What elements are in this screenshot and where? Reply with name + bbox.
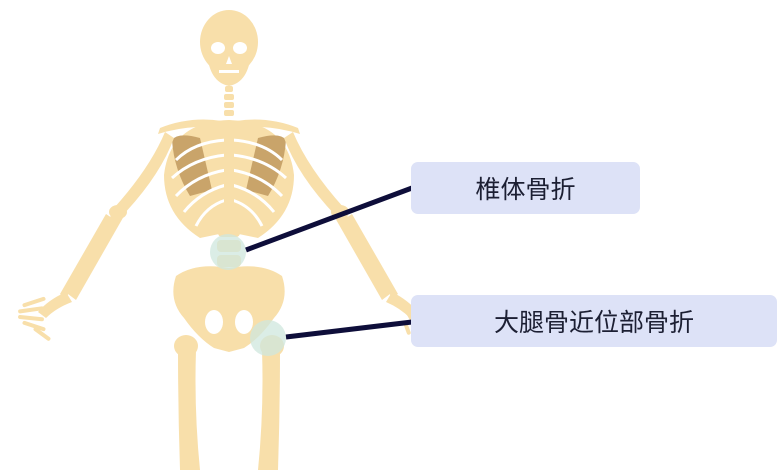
fracture-highlight-vertebra bbox=[210, 234, 246, 270]
skull bbox=[200, 10, 258, 86]
callout-label: 椎体骨折 bbox=[475, 170, 575, 206]
left-leg bbox=[174, 335, 200, 470]
leader-line-femur bbox=[286, 322, 412, 337]
left-hand bbox=[18, 292, 72, 341]
callout-vertebral-fracture: 椎体骨折 bbox=[411, 162, 640, 214]
cervical-spine bbox=[224, 86, 234, 116]
left-arm bbox=[18, 132, 174, 341]
callout-proximal-femur-fracture: 大腿骨近位部骨折 bbox=[411, 295, 777, 347]
right-arm bbox=[284, 132, 418, 335]
callout-label: 大腿骨近位部骨折 bbox=[494, 303, 694, 339]
fracture-highlight-femur bbox=[250, 320, 286, 356]
